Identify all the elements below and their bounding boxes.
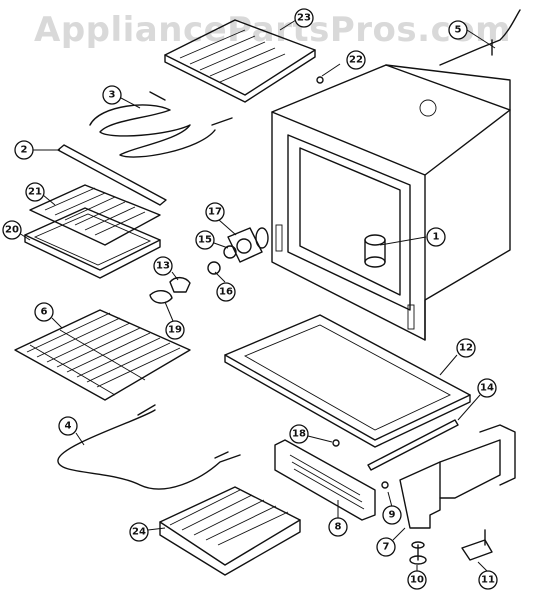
svg-text:18: 18 bbox=[292, 429, 306, 440]
broil-rack bbox=[159, 486, 301, 576]
svg-text:20: 20 bbox=[5, 225, 19, 236]
svg-text:19: 19 bbox=[168, 325, 182, 336]
svg-text:23: 23 bbox=[297, 13, 311, 24]
callout-8: 8 bbox=[328, 517, 348, 537]
oven-cavity bbox=[271, 64, 511, 341]
callout-14: 14 bbox=[477, 378, 497, 398]
light-assembly bbox=[149, 227, 269, 304]
leader-lines bbox=[18, 19, 496, 573]
svg-text:14: 14 bbox=[480, 383, 494, 394]
svg-text:10: 10 bbox=[410, 575, 424, 586]
top-shield bbox=[164, 19, 316, 103]
screws bbox=[316, 76, 389, 489]
svg-text:13: 13 bbox=[156, 261, 170, 272]
callout-2: 2 bbox=[14, 140, 34, 160]
callout-6: 6 bbox=[34, 302, 54, 322]
svg-text:21: 21 bbox=[28, 187, 42, 198]
callout-16: 16 bbox=[216, 282, 236, 302]
svg-text:9: 9 bbox=[389, 510, 396, 521]
callout-17: 17 bbox=[205, 202, 225, 222]
callout-15: 15 bbox=[195, 230, 215, 250]
svg-text:12: 12 bbox=[459, 343, 473, 354]
broil-pan-insert bbox=[29, 184, 161, 246]
callout-12: 12 bbox=[456, 338, 476, 358]
callout-5: 5 bbox=[448, 20, 468, 40]
callout-10: 10 bbox=[407, 570, 427, 590]
callout-23: 23 bbox=[294, 8, 314, 28]
svg-text:17: 17 bbox=[208, 207, 222, 218]
callout-9: 9 bbox=[382, 505, 402, 525]
svg-text:22: 22 bbox=[349, 55, 363, 66]
svg-text:3: 3 bbox=[109, 90, 116, 101]
callout-3: 3 bbox=[102, 85, 122, 105]
broil-element bbox=[89, 91, 233, 158]
oven-rack bbox=[14, 309, 191, 401]
svg-text:11: 11 bbox=[481, 575, 495, 586]
svg-text:2: 2 bbox=[21, 145, 28, 156]
svg-text:24: 24 bbox=[132, 527, 146, 538]
callout-4: 4 bbox=[58, 416, 78, 436]
callout-20: 20 bbox=[2, 220, 22, 240]
clip bbox=[461, 529, 493, 561]
leveler-leg bbox=[409, 541, 427, 565]
svg-text:5: 5 bbox=[455, 25, 462, 36]
vent-panel bbox=[274, 439, 376, 521]
svg-text:8: 8 bbox=[335, 522, 342, 533]
callout-22: 22 bbox=[346, 50, 366, 70]
watermark-text: AppliancePartsPros.com bbox=[34, 10, 512, 50]
bake-element bbox=[57, 404, 241, 490]
callout-1: 1 bbox=[426, 227, 446, 247]
wire-harness bbox=[439, 9, 521, 66]
callout-7: 7 bbox=[376, 537, 396, 557]
support-bar bbox=[57, 144, 167, 206]
svg-text:15: 15 bbox=[198, 235, 212, 246]
svg-text:4: 4 bbox=[65, 421, 72, 432]
callout-21: 21 bbox=[25, 182, 45, 202]
svg-text:16: 16 bbox=[219, 287, 233, 298]
svg-text:6: 6 bbox=[41, 307, 48, 318]
svg-text:7: 7 bbox=[383, 542, 390, 553]
callout-18: 18 bbox=[289, 424, 309, 444]
bracket bbox=[399, 424, 516, 529]
callout-11: 11 bbox=[478, 570, 498, 590]
broil-pan bbox=[24, 207, 161, 279]
callout-24: 24 bbox=[129, 522, 149, 542]
callout-13: 13 bbox=[153, 256, 173, 276]
callout-19: 19 bbox=[165, 320, 185, 340]
rod bbox=[367, 419, 459, 471]
svg-text:1: 1 bbox=[433, 232, 440, 243]
bottom-cover bbox=[224, 314, 471, 448]
